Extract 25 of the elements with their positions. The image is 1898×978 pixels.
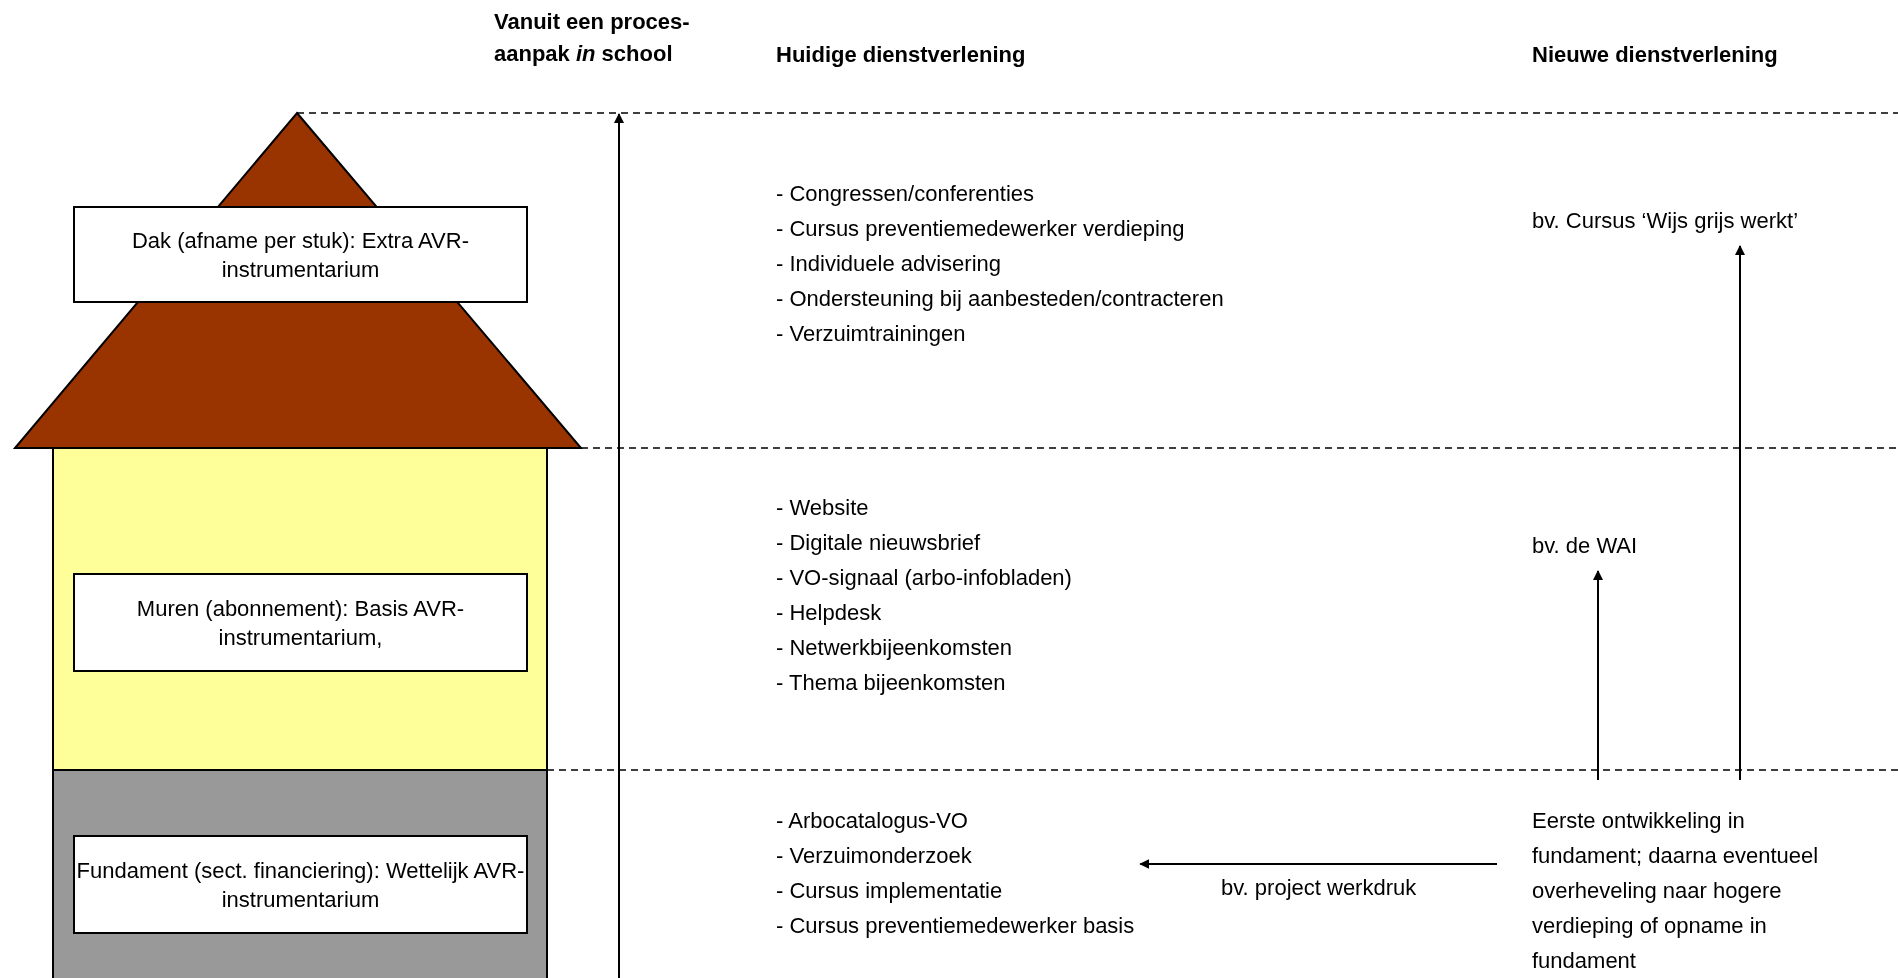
arrow xyxy=(1139,859,1498,869)
example-text: bv. de WAI xyxy=(1532,528,1638,563)
list-item: - Cursus preventiemedewerker verdieping xyxy=(776,215,1185,243)
list-item: - Congressen/conferenties xyxy=(776,180,1035,208)
level-box: Dak (afname per stuk): Extra AVR-instrumentarium xyxy=(73,206,528,303)
arrow xyxy=(1735,245,1745,781)
list-item: - Thema bijeenkomsten xyxy=(776,669,1006,697)
level-box: Muren (abonnement): Basis AVR-instrumentarium, xyxy=(73,573,528,672)
list-item: - Ondersteuning bij aanbesteden/contracteren xyxy=(776,285,1224,313)
level-box: Fundament (sect. financiering): Wettelijk AVR-instrumentarium xyxy=(73,835,528,934)
note-text: Eerste ontwikkeling in fundament; daarna eventueel overheveling naar hogere verdieping of opname in fundament xyxy=(1532,803,1832,978)
list-item: - Website xyxy=(776,494,869,522)
list-item: - VO-signaal (arbo-infobladen) xyxy=(776,564,1072,592)
column-heading: Nieuwe dienstverlening xyxy=(1532,41,1778,69)
edge-label: bv. project werkdruk xyxy=(1220,874,1418,902)
column-heading: Vanuit een proces- aanpak in school xyxy=(494,8,691,68)
list-item: - Verzuimtrainingen xyxy=(776,320,966,348)
bullet-list: - Arbocatalogus-VO - Verzuimonderzoek - Cursus implementatie - Cursus preventiemedewerker basis xyxy=(776,803,1135,943)
example-text: bv. Cursus ‘Wijs grijs werkt’ xyxy=(1532,203,1799,238)
list-item: - Helpdesk xyxy=(776,599,882,627)
arrow xyxy=(1593,570,1603,781)
list-item: - Digitale nieuwsbrief xyxy=(776,529,981,557)
list-item: - Netwerkbijeenkomsten xyxy=(776,634,1012,662)
column-heading: Huidige dienstverlening xyxy=(776,41,1026,69)
list-item: - Individuele advisering xyxy=(776,250,1002,278)
